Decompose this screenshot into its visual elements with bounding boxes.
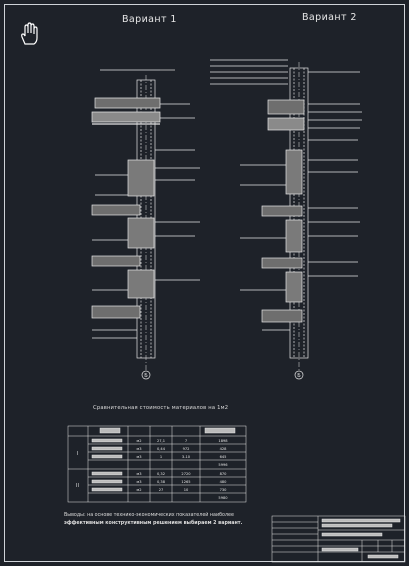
table-cell: 3-10 — [182, 455, 191, 459]
table-cell: 5980 — [218, 496, 228, 500]
conclusion-text: Выводы: на основе технико-экономических … — [64, 512, 284, 528]
table-cell: 1 — [160, 455, 162, 459]
table-cell: 7 — [185, 439, 187, 443]
table-cell: м3 — [137, 472, 142, 476]
wall-section-2 — [210, 59, 362, 380]
conclusion-line-2: эффективным конструктивным решением выби… — [64, 521, 243, 526]
hand-pan-icon[interactable] — [18, 22, 40, 46]
table-cell: м3 — [137, 455, 142, 459]
table-cell: м3 — [137, 480, 142, 484]
table-cell: 1265 — [181, 480, 190, 484]
table-group-1: I — [77, 451, 78, 457]
table-cell: 2720 — [181, 472, 191, 476]
table-cell: 0,32 — [157, 472, 165, 476]
axis-marker-2: Б — [297, 373, 301, 379]
table-cell: 428 — [220, 447, 228, 451]
conclusion-line-1: Выводы: на основе технико-экономических … — [64, 513, 234, 518]
title-block — [271, 515, 406, 563]
axis-marker-1: Б — [144, 373, 148, 379]
table-title: Сравнительная стоимость материалов на 1м… — [93, 405, 229, 411]
variant-1-label: Вариант 1 — [122, 14, 177, 25]
table-group-2: II — [76, 483, 79, 489]
drawing-frame — [4, 4, 405, 562]
table-cell: м2 — [137, 488, 142, 492]
table-cell: 10 — [184, 488, 189, 492]
wall-section-1 — [91, 69, 200, 380]
table-cell: 0,38 — [157, 480, 166, 484]
table-cell: м3 — [137, 447, 142, 451]
comparison-table — [67, 425, 247, 503]
table-cell: 870 — [220, 472, 228, 476]
table-cell: 645 — [220, 455, 227, 459]
table-cell: 27 — [159, 488, 164, 492]
table-cell: 1898 — [218, 439, 228, 443]
table-cell: 27,1 — [157, 439, 165, 443]
table-cell: 730 — [220, 488, 228, 492]
table-cell: 480 — [220, 480, 228, 484]
table-cell: 5996 — [218, 463, 228, 467]
variant-2-label: Вариант 2 — [302, 12, 357, 23]
table-cell: 0,44 — [157, 447, 166, 451]
table-cell: 972 — [183, 447, 190, 451]
table-cell: м2 — [137, 439, 142, 443]
